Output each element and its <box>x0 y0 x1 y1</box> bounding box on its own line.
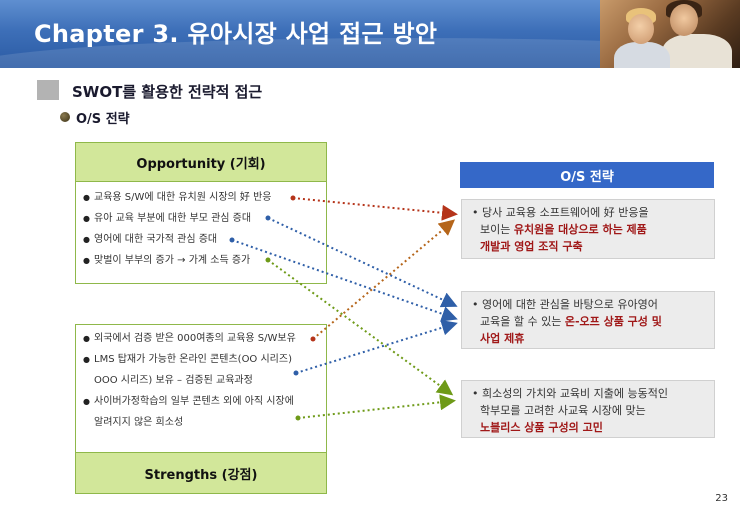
header-banner: Chapter 3. 유아시장 사업 접근 방안 <box>0 0 740 68</box>
photo-head-child <box>628 14 654 44</box>
panel-line: • 당사 교육용 소프트웨어에 好 반응을 <box>472 206 649 219</box>
round-bullet-icon <box>60 112 70 122</box>
os-strategy-header: O/S 전략 <box>460 162 714 188</box>
photo-head-adult <box>670 4 698 36</box>
strengths-item: 외국에서 검증 받은 000여종의 교육용 S/W보유 <box>83 333 296 345</box>
strengths-item: 사이버가정학습의 일부 콘텐츠 외에 아직 시장에 <box>83 396 294 408</box>
arrow-str1-to-panel1 <box>312 219 456 340</box>
panel-highlight: 노블리스 상품 구성의 고민 <box>480 421 603 434</box>
panel-text: 교육을 할 수 있는 <box>480 315 565 328</box>
panel-highlight: 개발과 영업 조직 구축 <box>480 240 583 253</box>
panel-line: 교육을 할 수 있는 온-오프 상품 구성 및 <box>472 313 706 330</box>
section-subtitle: O/S 전략 <box>76 112 130 127</box>
section-title: SWOT를 활용한 전략적 접근 <box>72 83 263 101</box>
photo-figure-adult <box>662 34 732 68</box>
panel-highlight: 사업 제휴 <box>480 332 525 345</box>
panel-highlight: 유치원을 대상으로 하는 제품 <box>513 223 647 236</box>
opportunity-item: 유아 교육 부분에 대한 부모 관심 증대 <box>83 213 251 225</box>
strategy-panel-2: • 영어에 대한 관심을 바탕으로 유아영어 교육을 할 수 있는 온-오프 상… <box>461 291 715 349</box>
page-number: 23 <box>715 493 728 504</box>
header-photo <box>600 0 740 68</box>
strengths-item: LMS 탑재가 가능한 온라인 콘텐츠(OO 시리즈) <box>83 354 292 366</box>
strategy-panel-3: • 희소성의 가치와 교육비 지출에 능동적인 학부모를 고려한 사교육 시장에… <box>461 380 715 438</box>
gray-square-icon <box>37 80 59 100</box>
opportunity-item: 영어에 대한 국가적 관심 증대 <box>83 234 217 246</box>
opportunity-item: 교육용 S/W에 대한 유치원 시장의 好 반응 <box>83 192 272 204</box>
panel-text: 보이는 <box>480 223 514 236</box>
strategy-panel-1: • 당사 교육용 소프트웨어에 好 반응을 보이는 유치원을 대상으로 하는 제… <box>461 199 715 259</box>
page-title: Chapter 3. 유아시장 사업 접근 방안 <box>34 20 438 48</box>
panel-line: • 희소성의 가치와 교육비 지출에 능동적인 <box>472 387 669 400</box>
strengths-item-continued: OOO 시리즈) 보유 – 검증된 교육과정 <box>94 375 253 386</box>
opportunity-item: 맞벌이 부부의 증가 → 가계 소득 증가 <box>83 255 250 267</box>
opportunity-heading: Opportunity (기회) <box>75 142 327 182</box>
panel-line: 학부모를 고려한 사교육 시장에 맞는 <box>480 404 646 417</box>
panel-highlight: 온-오프 상품 구성 및 <box>564 315 662 328</box>
strengths-heading: Strengths (강점) <box>75 452 327 494</box>
panel-line: • 영어에 대한 관심을 바탕으로 유아영어 <box>472 298 658 311</box>
panel-line: 보이는 유치원을 대상으로 하는 제품 <box>472 221 706 238</box>
photo-figure-child <box>614 42 670 68</box>
strengths-item-continued: 알려지지 않은 희소성 <box>94 417 184 428</box>
